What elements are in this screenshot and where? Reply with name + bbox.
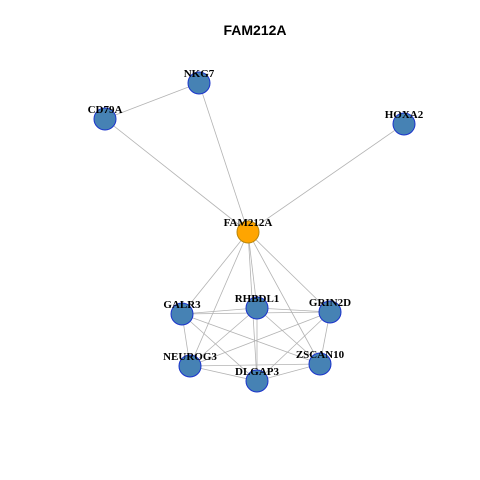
edge-galr3-rhbdl1	[181, 307, 258, 315]
edge-fam212a-neurog3	[189, 231, 249, 367]
graph-title: FAM212A	[223, 22, 286, 38]
edge-galr3-dlgap3	[181, 313, 258, 382]
node-label-dlgap3: DLGAP3	[235, 366, 280, 378]
nodes-layer	[93, 71, 416, 393]
edge-cd79a-nkg7	[104, 82, 200, 120]
node-neurog3[interactable]	[178, 354, 202, 378]
edge-nkg7-fam212a	[198, 82, 249, 233]
edge-neurog3-zscan10	[189, 363, 321, 367]
edge-grin2d-neurog3	[189, 311, 331, 367]
edge-fam212a-grin2d	[247, 231, 331, 313]
node-zscan10[interactable]	[308, 352, 332, 376]
node-label-grin2d: GRIN2D	[309, 297, 351, 309]
node-label-hoxa2: HOXA2	[385, 109, 424, 121]
node-galr3[interactable]	[170, 302, 194, 326]
node-label-fam212a: FAM212A	[224, 217, 273, 229]
node-dlgap3[interactable]	[245, 369, 269, 393]
edge-cd79a-fam212a	[104, 118, 249, 233]
node-grin2d[interactable]	[318, 300, 342, 324]
edge-galr3-zscan10	[181, 313, 321, 365]
node-rhbdl1[interactable]	[245, 296, 269, 320]
node-label-galr3: GALR3	[163, 299, 201, 311]
edge-fam212a-rhbdl1	[247, 231, 258, 309]
node-cd79a[interactable]	[93, 107, 117, 131]
node-fam212a[interactable]	[236, 220, 260, 244]
node-hoxa2[interactable]	[392, 112, 416, 136]
edge-fam212a-galr3	[181, 231, 249, 315]
node-label-cd79a: CD79A	[88, 104, 123, 116]
edge-hoxa2-fam212a	[247, 123, 405, 233]
node-nkg7[interactable]	[187, 71, 211, 95]
edge-rhbdl1-neurog3	[189, 307, 258, 367]
node-label-nkg7: NKG7	[184, 68, 215, 80]
node-label-neurog3: NEUROG3	[163, 351, 217, 363]
edge-rhbdl1-grin2d	[256, 307, 331, 313]
edge-fam212a-zscan10	[247, 231, 321, 365]
node-label-zscan10: ZSCAN10	[296, 349, 345, 361]
edge-grin2d-dlgap3	[256, 311, 331, 382]
edges-layer	[104, 82, 405, 382]
edge-rhbdl1-zscan10	[256, 307, 321, 365]
node-label-rhbdl1: RHBDL1	[235, 293, 280, 305]
